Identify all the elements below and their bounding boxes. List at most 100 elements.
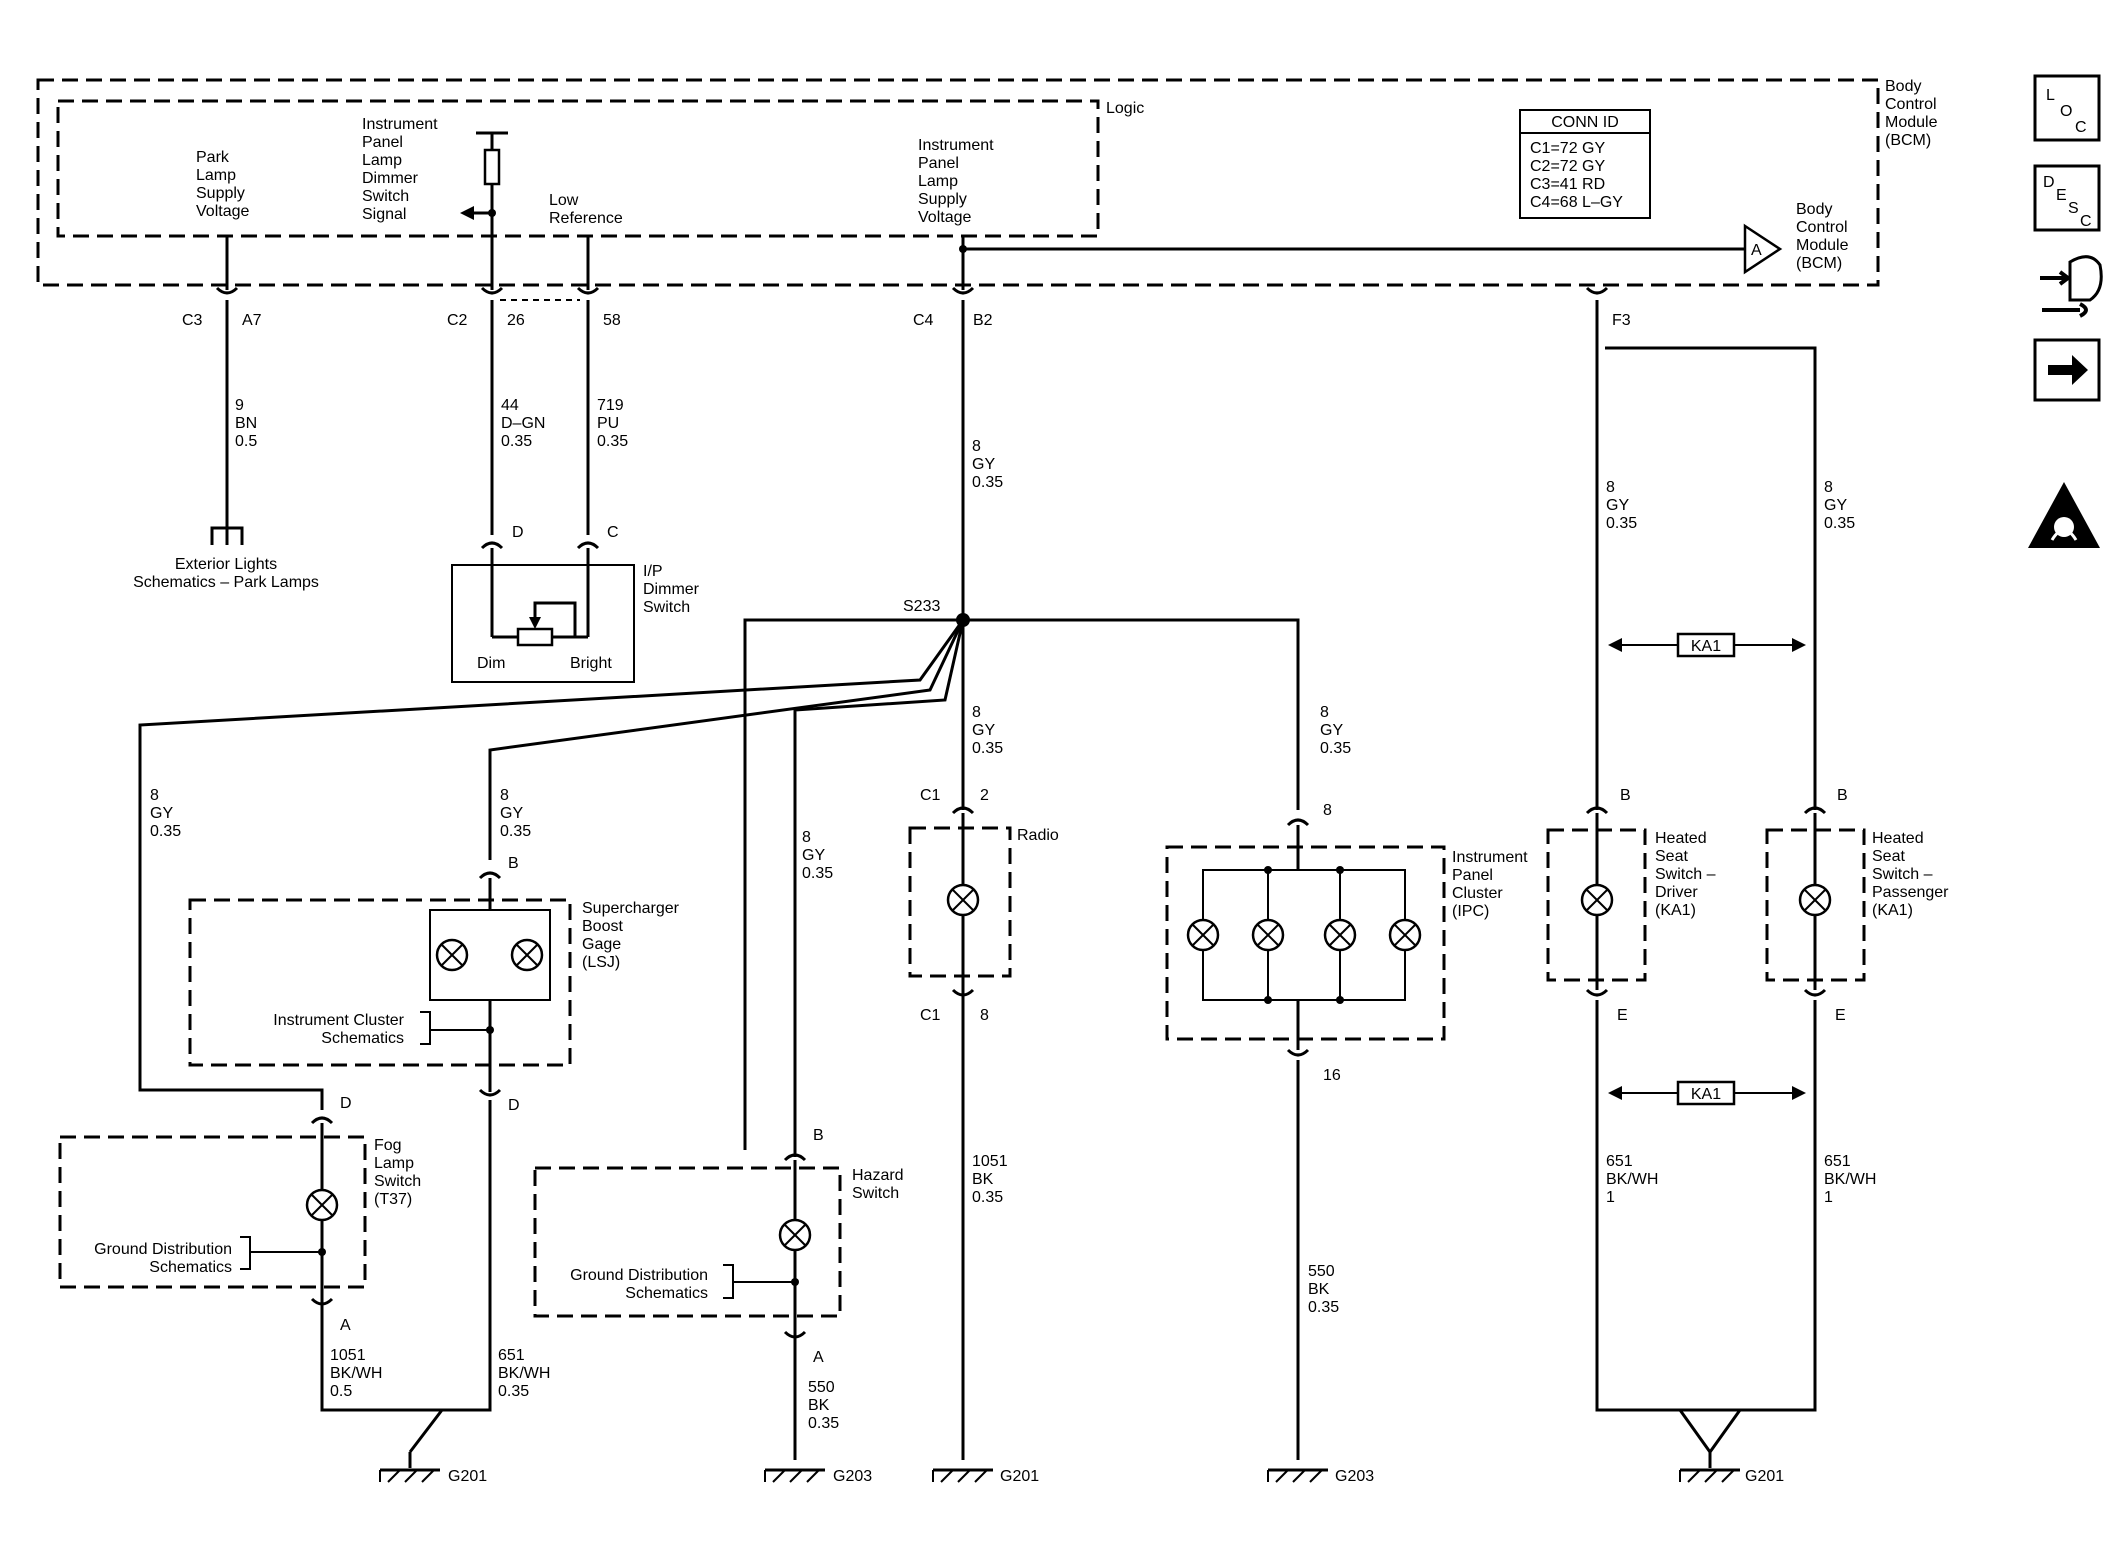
ground-g201-left: G201 — [379, 1452, 487, 1485]
svg-text:D: D — [512, 524, 524, 541]
svg-text:Control: Control — [1796, 219, 1848, 236]
svg-text:Module: Module — [1885, 114, 1938, 131]
svg-text:Control: Control — [1885, 96, 1937, 113]
svg-text:B: B — [1620, 787, 1631, 804]
pin-26: 26 — [507, 312, 525, 329]
signal-arrow-icon — [460, 206, 474, 220]
svg-text:8: 8 — [1824, 479, 1833, 496]
svg-text:8: 8 — [500, 787, 509, 804]
svg-text:C: C — [607, 524, 619, 541]
svg-text:Boost: Boost — [582, 918, 623, 935]
svg-text:Schematics – Park Lamps: Schematics – Park Lamps — [133, 574, 319, 591]
pin-f3: F3 — [1612, 312, 1631, 329]
svg-text:(BCM): (BCM) — [1796, 255, 1842, 272]
svg-text:0.5: 0.5 — [235, 433, 257, 450]
svg-text:1051: 1051 — [330, 1347, 366, 1364]
conn-id-item: C2=72 GY — [1530, 158, 1605, 175]
loc-button[interactable]: L O C — [2033, 74, 2101, 142]
ip-dimmer-switch-circuit: 44 D–GN 0.35 719 PU 0.35 D C Dim Bright … — [451, 300, 700, 683]
svg-text:Panel: Panel — [1452, 867, 1493, 884]
bcm-outline — [36, 78, 1880, 287]
svg-text:Switch: Switch — [362, 188, 409, 205]
svg-text:Instrument: Instrument — [362, 116, 438, 133]
svg-text:Supply: Supply — [196, 185, 245, 202]
svg-text:PU: PU — [597, 415, 619, 432]
connector-tools-icon[interactable] — [2030, 248, 2104, 328]
svg-text:C: C — [2080, 213, 2092, 230]
dimmer-signal-resistor — [460, 131, 508, 290]
svg-text:E: E — [1835, 1007, 1846, 1024]
svg-text:1: 1 — [1824, 1189, 1833, 1206]
svg-text:Gage: Gage — [582, 936, 621, 953]
option-ka1-top: KA1 — [1608, 632, 1806, 658]
svg-text:GY: GY — [1606, 497, 1629, 514]
svg-text:KA1: KA1 — [1691, 1086, 1721, 1103]
svg-text:(T37): (T37) — [374, 1191, 412, 1208]
svg-text:C1: C1 — [920, 1007, 941, 1024]
ipc-box — [1165, 845, 1446, 1041]
hazard-switch-box — [533, 1166, 842, 1318]
svg-text:0.35: 0.35 — [501, 433, 532, 450]
svg-text:9: 9 — [235, 397, 244, 414]
svg-text:(IPC): (IPC) — [1452, 903, 1489, 920]
svg-text:C: C — [2075, 119, 2087, 136]
svg-text:651: 651 — [1824, 1153, 1851, 1170]
svg-text:BK/WH: BK/WH — [1824, 1171, 1876, 1188]
svg-text:(LSJ): (LSJ) — [582, 954, 620, 971]
svg-text:Lamp: Lamp — [374, 1155, 414, 1172]
svg-text:B: B — [1837, 787, 1848, 804]
next-page-button[interactable] — [2033, 338, 2101, 402]
ip-supply-offpage: A Body Control Module (BCM) — [959, 201, 1849, 290]
svg-text:8: 8 — [1606, 479, 1615, 496]
radio-circuit: 8 GY 0.35 C1 2 Radio C1 8 1051 BK 0.35 G… — [908, 704, 1059, 1485]
svg-text:A: A — [813, 1349, 824, 1366]
svg-text:1: 1 — [1606, 1189, 1615, 1206]
offpage-connector-icon — [1743, 223, 1783, 275]
ground-g203-ipc: G203 — [1335, 1468, 1374, 1485]
svg-text:B: B — [508, 855, 519, 872]
svg-text:Voltage: Voltage — [196, 203, 249, 220]
boost-gage-label: Supercharger — [582, 900, 680, 917]
svg-text:Lamp: Lamp — [196, 167, 236, 184]
svg-text:GY: GY — [1320, 722, 1343, 739]
svg-text:8: 8 — [802, 829, 811, 846]
pin-a7: A7 — [242, 312, 262, 329]
connector-c3: C3 — [182, 312, 203, 329]
svg-text:GY: GY — [802, 847, 825, 864]
svg-text:Panel: Panel — [918, 155, 959, 172]
ground-g203-hazard: G203 — [833, 1468, 872, 1485]
ground-g201-right: G201 — [1745, 1468, 1784, 1485]
conn-id-title: CONN ID — [1551, 114, 1619, 131]
svg-text:BN: BN — [235, 415, 257, 432]
splice-label: S233 — [903, 598, 940, 615]
svg-text:BK/WH: BK/WH — [498, 1365, 550, 1382]
svg-text:GY: GY — [972, 722, 995, 739]
svg-text:Module: Module — [1796, 237, 1849, 254]
body-control-module: Logic Body Control Module (BCM) CONN ID … — [36, 78, 1938, 290]
svg-text:Ground Distribution: Ground Distribution — [570, 1267, 708, 1284]
warning-icon — [2028, 482, 2100, 548]
svg-text:E: E — [2056, 187, 2067, 204]
svg-text:Instrument: Instrument — [918, 137, 994, 154]
svg-text:(BCM): (BCM) — [1885, 132, 1931, 149]
svg-text:0.5: 0.5 — [330, 1383, 352, 1400]
svg-text:8: 8 — [972, 704, 981, 721]
main-illumination-feed: 8 GY 0.35 S233 — [138, 300, 1300, 1150]
desc-button[interactable]: D E S C — [2033, 164, 2101, 232]
boost-gage-box — [188, 898, 572, 1067]
svg-text:Switch –: Switch – — [1872, 866, 1933, 883]
svg-text:0.35: 0.35 — [972, 1189, 1003, 1206]
conn-id-table: CONN ID C1=72 GY C2=72 GY C3=41 RD C4=68… — [1519, 109, 1651, 219]
svg-text:0.35: 0.35 — [1320, 740, 1351, 757]
svg-text:Switch: Switch — [374, 1173, 421, 1190]
conn-id-item: C4=68 L–GY — [1530, 194, 1623, 211]
svg-text:8: 8 — [972, 438, 981, 455]
instrument-cluster-ref: Instrument Cluster — [273, 1012, 404, 1029]
svg-text:Schematics: Schematics — [625, 1285, 708, 1302]
svg-text:Bright: Bright — [570, 655, 612, 672]
svg-text:8: 8 — [1320, 704, 1329, 721]
svg-text:0.35: 0.35 — [498, 1383, 529, 1400]
ip-lamp-supply-label: Instrument Panel Lamp Supply Voltage — [918, 137, 994, 226]
svg-text:0.35: 0.35 — [972, 474, 1003, 491]
svg-text:BK: BK — [1308, 1281, 1330, 1298]
